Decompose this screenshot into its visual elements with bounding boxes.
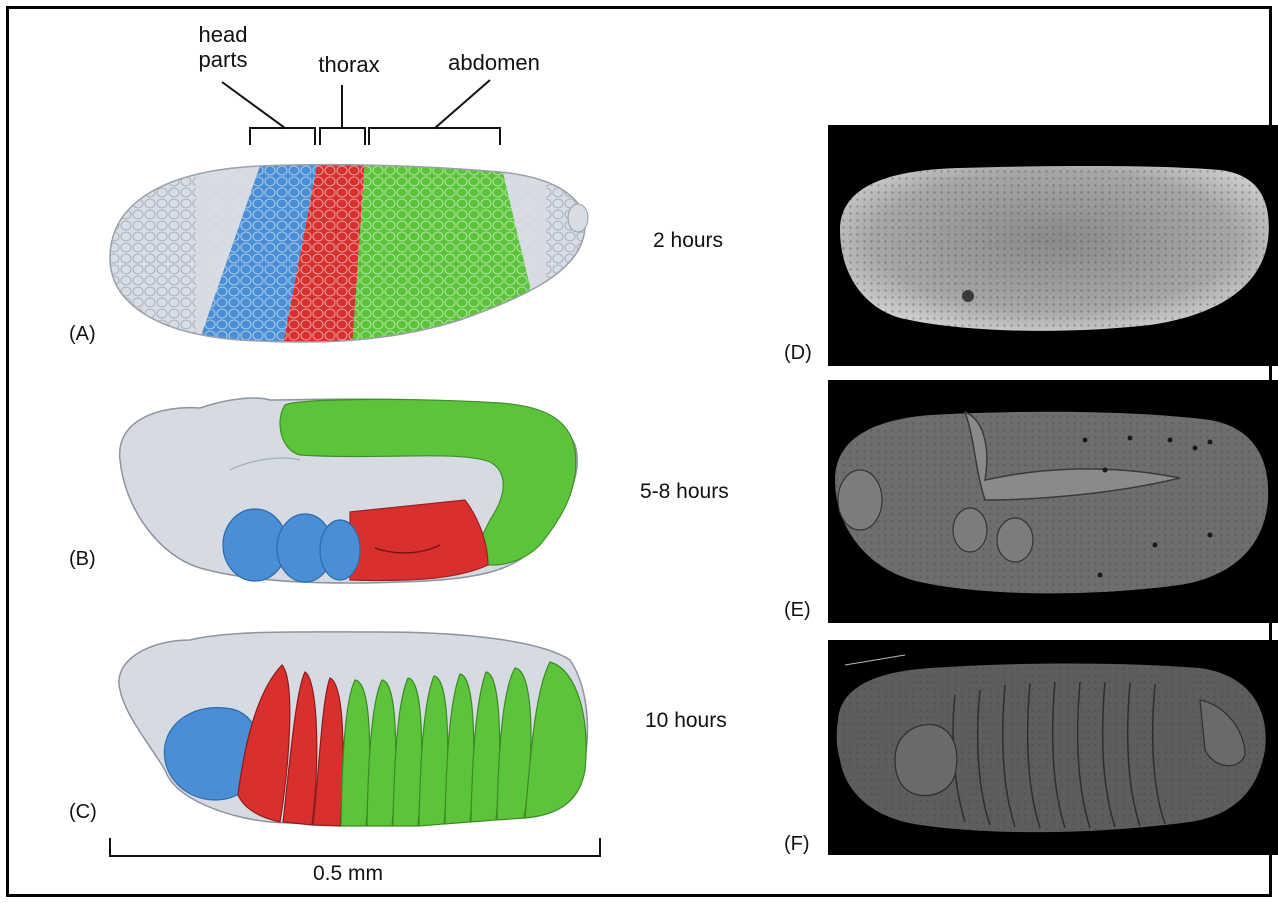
- parts-label-line: parts: [190, 47, 256, 72]
- panel-b-embryo: [120, 398, 578, 583]
- panel-a-label: (A): [69, 323, 96, 346]
- panel-b-label: (B): [69, 548, 96, 571]
- abdomen-label: abdomen: [436, 50, 552, 75]
- head-parts-label: head parts: [190, 22, 256, 72]
- head-parts-bracket: [250, 128, 315, 145]
- thorax-label: thorax: [306, 52, 392, 77]
- thorax-bracket: [320, 128, 365, 145]
- abdomen-leader: [435, 80, 490, 128]
- panel-d-label: (D): [784, 342, 812, 365]
- time-label-2-hours: 2 hours: [653, 229, 723, 253]
- region-brackets: [222, 80, 500, 145]
- time-label-5-8-hours: 5-8 hours: [640, 480, 729, 504]
- scale-bar: [110, 838, 600, 856]
- scale-bar-label: 0.5 mm: [313, 862, 383, 886]
- head-parts-leader: [222, 82, 285, 128]
- panel-a-embryo: [100, 150, 600, 350]
- panel-e-label: (E): [784, 599, 811, 622]
- head-label-line: head: [190, 22, 256, 47]
- panel-c-embryo: [119, 632, 587, 826]
- panel-e-sem-image: [828, 380, 1278, 623]
- panel-f-label: (F): [784, 833, 810, 856]
- panel-c-label: (C): [69, 801, 97, 824]
- panel-f-sem-image: [828, 640, 1278, 855]
- panel-d-sem-image: [828, 125, 1278, 366]
- abdomen-bracket: [369, 128, 500, 145]
- time-label-10-hours: 10 hours: [645, 709, 727, 733]
